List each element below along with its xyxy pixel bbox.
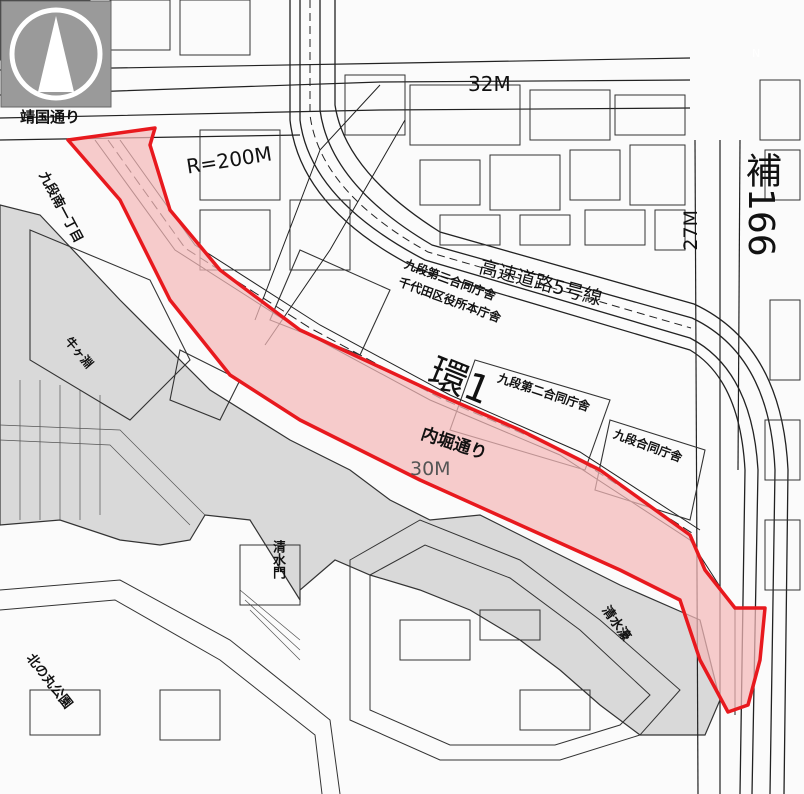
north-mark: N [752,47,761,60]
label-route-166: 補166 [740,152,781,257]
north-arrow-icon [0,0,112,108]
moat-ushigafuchi [0,204,721,736]
expressway-lines [289,0,789,794]
label-yasukuni-dori: 靖国通り [20,108,81,126]
wall-hatching [0,380,301,661]
label-width-27m: 27M [680,210,702,251]
south-blocks [0,519,681,794]
label-shimizumon: 清水門 [270,540,285,579]
label-width-30m: 30M [410,458,451,480]
leader-lines [254,84,406,346]
project-area-highlight [66,126,767,714]
label-width-32m: 32M [468,72,511,96]
